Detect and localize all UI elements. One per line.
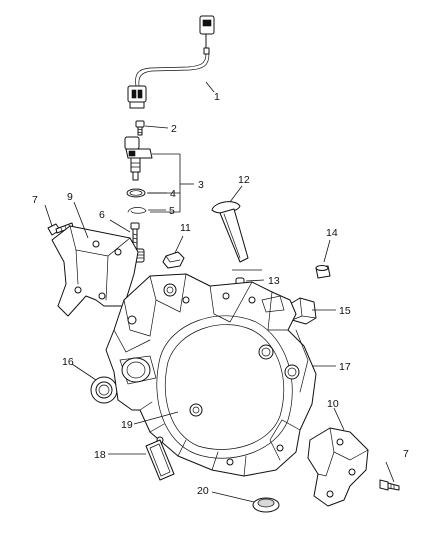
part-9-mounting-bracket[interactable] [51, 225, 139, 317]
part-4-o-ring-inner [129, 190, 143, 196]
callout-7-lower: 7 [403, 448, 409, 460]
transaxle-housing[interactable] [105, 273, 317, 477]
callout-15: 15 [339, 305, 351, 317]
part-14-cap[interactable] [315, 265, 331, 279]
part-7-bolt-upper[interactable] [47, 222, 74, 236]
part-3-speed-sensor[interactable] [124, 136, 153, 181]
callout-13: 13 [268, 275, 280, 287]
callout-1: 1 [214, 91, 220, 103]
part-12-fill-tube-plug[interactable] [211, 201, 249, 263]
callout-17: 17 [339, 361, 351, 373]
part-11-plug[interactable] [162, 251, 185, 269]
callout-12: 12 [238, 174, 250, 186]
callout-labels: 1 2 3 4 5 6 7 9 11 12 13 14 15 16 17 10 … [32, 91, 409, 497]
callout-10: 10 [327, 398, 339, 410]
part-20-cap-plug[interactable] [252, 497, 280, 513]
callout-18: 18 [94, 449, 106, 461]
callout-3: 3 [198, 179, 204, 191]
part-10-mounting-bracket[interactable] [307, 427, 369, 507]
callout-20: 20 [197, 485, 209, 497]
callout-16: 16 [62, 356, 74, 368]
leader-lines [44, 81, 395, 503]
callout-19: 19 [121, 419, 133, 431]
part-1-wiring-harness[interactable] [127, 15, 215, 109]
group-bracket-3 [148, 153, 194, 213]
part-18-gasket-pad[interactable] [145, 439, 175, 481]
callout-9: 9 [67, 191, 73, 203]
callout-14: 14 [326, 227, 338, 239]
callout-6: 6 [99, 209, 105, 221]
callout-5: 5 [169, 205, 175, 217]
part-2-screw[interactable] [135, 120, 145, 136]
callout-11: 11 [180, 222, 191, 234]
part-5-clip[interactable] [127, 207, 147, 214]
part-7-bolt-lower[interactable] [379, 479, 400, 491]
part-16-oil-seal[interactable] [90, 376, 118, 404]
callout-4: 4 [170, 188, 176, 200]
callout-7-upper: 7 [32, 194, 38, 206]
callout-2: 2 [171, 123, 177, 135]
